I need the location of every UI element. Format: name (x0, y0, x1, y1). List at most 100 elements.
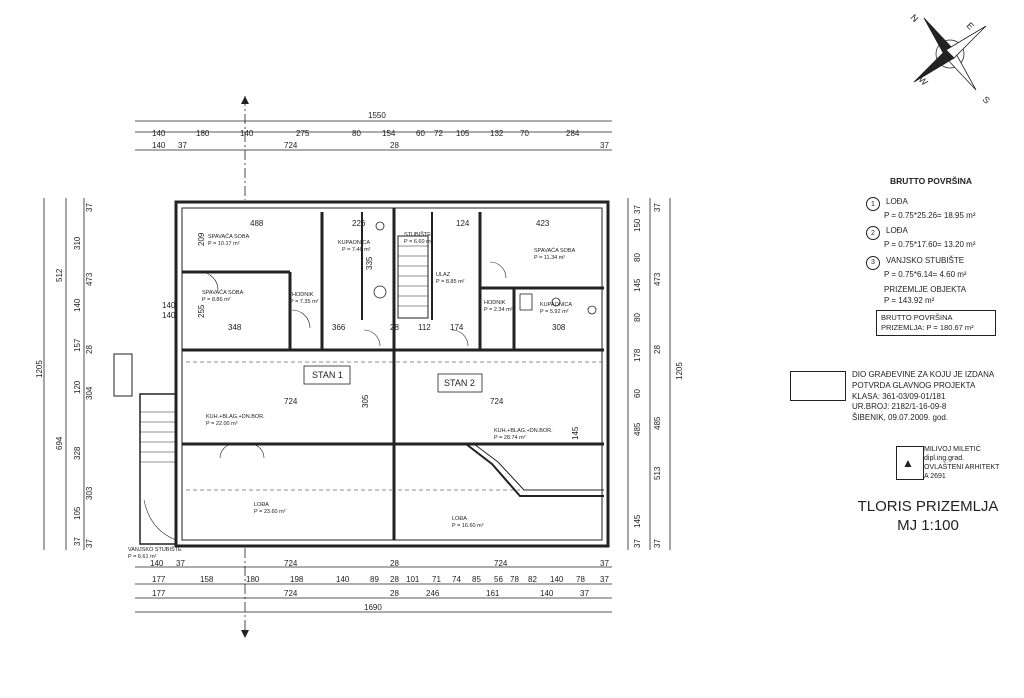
dim-label: 101 (406, 575, 420, 584)
architect-stamp: ▲ MILIVOJ MILETIĆ dipl.ing.grad. OVLAŠTE… (896, 446, 1024, 488)
dim-label: 140 (336, 575, 350, 584)
dim-label: 145 (633, 514, 642, 528)
dim-label: 60 (416, 129, 425, 138)
outside-stair-area: P = 6.61 m² (128, 554, 157, 560)
dim-label: 140 (162, 301, 176, 310)
stan-2-box (437, 373, 483, 393)
dim-label: 105 (73, 506, 82, 520)
room-area: P = 7.46 m² (342, 247, 371, 253)
dim-label: 56 (494, 575, 503, 584)
dim-label: 305 (361, 394, 370, 408)
approval-line: ŠIBENIK, 09.07.2009. god. (852, 413, 949, 423)
dim-left-col3: 37 473 28 304 303 37 (85, 203, 94, 548)
dim-bottom-total: 1690 (364, 603, 382, 612)
dim-label: 161 (486, 589, 500, 598)
room-name: HODNIK (292, 292, 314, 298)
dim-label: 140 (152, 129, 166, 138)
legend-item-formula: P = 0.75*17.60= 13.20 m² (884, 240, 976, 250)
dim-label: 366 (332, 323, 346, 332)
dim-label: 246 (426, 589, 440, 598)
legend-num: 3 (866, 255, 880, 270)
dim-label: 177 (152, 589, 166, 598)
dim-label: 724 (284, 589, 298, 598)
dim-right-col1: 37 150 80 145 80 178 60 485 145 37 (633, 205, 642, 548)
dim-top-row2: 140 37 724 28 37 (152, 141, 609, 150)
dim-label: 724 (284, 141, 298, 150)
room-area: P = 28.74 m² (494, 435, 526, 441)
architect-number: A 2691 (924, 473, 946, 480)
dim-label: 724 (490, 397, 504, 406)
dim-label: 423 (536, 219, 550, 228)
dim-label: 37 (600, 559, 609, 568)
dim-label: 328 (73, 446, 82, 460)
dim-label: 473 (85, 272, 94, 286)
title-line-1: TLORIS PRIZEMLJA (857, 498, 999, 515)
legend-item: 3 VANJSKO STUBIŠTE (866, 255, 1022, 270)
dim-label: 37 (653, 539, 662, 548)
dim-label: 140 (73, 298, 82, 312)
dim-label: 308 (552, 323, 566, 332)
dim-label: 140 (240, 129, 254, 138)
legend-item: 1 LOĐA (866, 197, 1022, 212)
room-area: P = 5.92 m² (540, 309, 569, 315)
dim-label: 275 (296, 129, 310, 138)
dim-bottom-row1: 140 37 724 28 724 37 (150, 559, 609, 568)
room-name: KUPAONICA (338, 240, 370, 246)
stan-1-label: STAN 1 (312, 370, 343, 380)
dim-label: 37 (600, 575, 609, 584)
legend-num: 1 (866, 197, 880, 212)
dim-label: 513 (653, 466, 662, 480)
room-name: HODNIK (484, 300, 506, 306)
dim-label: 28 (390, 575, 399, 584)
dimension-lines (43, 96, 671, 638)
dim-label: 284 (566, 129, 580, 138)
room-labels: SPAVAĆA SOBA P = 10.17 m² KUPAONICA P = … (128, 231, 576, 560)
dim-label: 145 (571, 426, 580, 440)
dim-label: 140 (162, 311, 176, 320)
dim-label: 37 (653, 203, 662, 212)
dim-label: 82 (528, 575, 537, 584)
room-area: P = 2.34 m² (484, 307, 513, 313)
dim-label: 140 (550, 575, 564, 584)
dim-label: 28 (390, 589, 399, 598)
dim-label: 37 (600, 141, 609, 150)
total-label-1: BRUTTO POVRŠINA (881, 313, 953, 322)
dim-right-total: 1205 (675, 362, 684, 380)
dim-label: 124 (456, 219, 470, 228)
dim-label: 209 (197, 232, 206, 246)
dim-label: 724 (284, 397, 298, 406)
dim-label: 28 (390, 559, 399, 568)
dim-label: 348 (228, 323, 242, 332)
dim-left-col2: 310 140 157 120 328 105 37 (73, 236, 82, 546)
dim-label: 485 (633, 422, 642, 436)
architect-name: MILIVOJ MILETIĆ (924, 446, 981, 453)
ground-name: PRIZEMLJE OBJEKTA (884, 285, 967, 295)
room-area: P = 7.35 m² (290, 299, 319, 305)
approval-note: DIO GRAĐEVINE ZA KOJU JE IZDANA POTVRDA … (852, 370, 1022, 424)
dim-label: 80 (633, 253, 642, 262)
dim-top-total: 1550 (368, 111, 386, 120)
room-area: P = 23.60 m² (254, 509, 286, 515)
dim-label: 37 (85, 203, 94, 212)
dim-label: 37 (178, 141, 187, 150)
approval-line: DIO GRAĐEVINE ZA KOJU JE IZDANA (852, 370, 995, 379)
total-row: PRIZEMLJA: P = 180.67 m² (881, 323, 991, 333)
legend-heading: BRUTTO POVRŠINA (890, 176, 973, 186)
dim-label: 145 (633, 278, 642, 292)
dim-label: 80 (352, 129, 361, 138)
dim-label: 335 (365, 256, 374, 270)
room-name: STUBIŠTE (404, 231, 431, 238)
dim-label: 37 (633, 205, 642, 214)
dim-label: 303 (85, 486, 94, 500)
legend-num: 2 (866, 226, 880, 241)
dim-label: 37 (633, 539, 642, 548)
dim-label: 158 (200, 575, 214, 584)
dim-label: 74 (452, 575, 461, 584)
compass-w: W (917, 74, 930, 87)
approval-line: KLASA: 361-03/09-01/181 (852, 391, 946, 401)
dim-label: 70 (520, 129, 529, 138)
room-name: SPAVAĆA SOBA (534, 247, 576, 254)
section-arrow-top (241, 96, 249, 104)
total-label-2: PRIZEMLJA: (881, 322, 925, 332)
